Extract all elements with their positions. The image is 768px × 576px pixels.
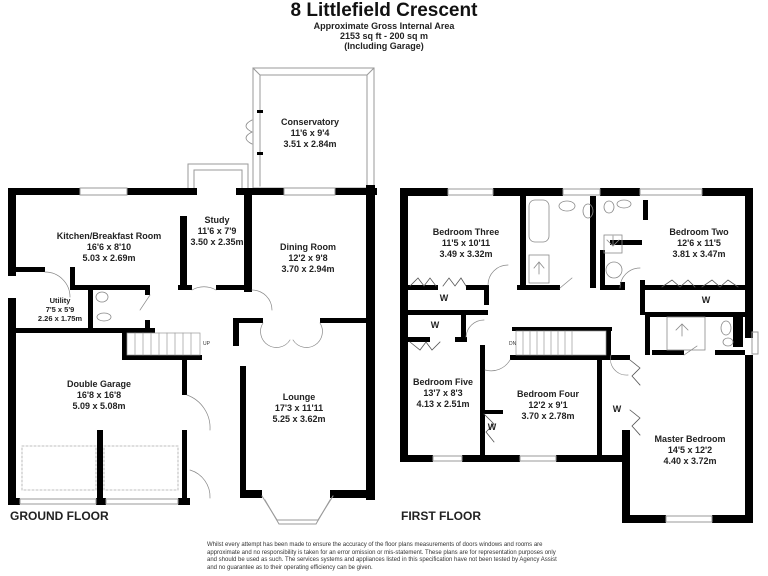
room-study: Study 11'6 x 7'9 3.50 x 2.35m [190, 215, 243, 248]
room-name: Dining Room [280, 242, 336, 252]
wardrobe-doors [409, 277, 739, 443]
room-dims-imperial: 11'5 x 10'11 [441, 238, 491, 248]
room-dims-metric: 5.03 x 2.69m [82, 253, 136, 263]
room-dims-imperial: 11'6 x 9'4 [290, 128, 330, 138]
door-swing [245, 119, 253, 145]
bathroom-fixtures [528, 199, 734, 351]
room-name: Conservatory [280, 117, 340, 127]
room-dims-metric: 3.70 x 2.78m [521, 411, 575, 421]
room-dims-imperial: 12'2 x 9'1 [528, 400, 568, 410]
room-lounge: Lounge 17'3 x 11'11 5.25 x 3.62m [272, 392, 325, 425]
room-dining: Dining Room 12'2 x 9'8 3.70 x 2.94m [280, 242, 336, 275]
room-name: Study [204, 215, 230, 225]
wardrobe-label: W [430, 320, 440, 330]
room-dims-metric: 4.13 x 2.51m [416, 399, 470, 409]
room-dims-metric: 3.70 x 2.94m [281, 264, 335, 274]
room-bedroom-five: Bedroom Five 13'7 x 8'3 4.13 x 2.51m [413, 377, 473, 410]
room-name: Lounge [282, 392, 316, 402]
room-dims-imperial: 14'5 x 12'2 [667, 445, 713, 455]
room-double-garage: Double Garage 16'8 x 16'8 5.09 x 5.08m [67, 379, 131, 412]
room-bedroom-two: Bedroom Two 12'6 x 11'5 3.81 x 3.47m [669, 227, 728, 260]
ground-outer-walls [8, 185, 377, 505]
area-value: 2153 sq ft - 200 sq m [339, 31, 429, 41]
first-floor-plan [400, 188, 759, 523]
room-master-bedroom: Master Bedroom 14'5 x 12'2 4.40 x 3.72m [654, 434, 725, 467]
room-bedroom-four: Bedroom Four 12'2 x 9'1 3.70 x 2.78m [517, 389, 579, 422]
ground-floor-label: GROUND FLOOR [10, 509, 109, 523]
ground-door-swings [44, 271, 323, 499]
room-dims-imperial: 17'3 x 11'11 [274, 403, 324, 413]
ground-windows [19, 187, 336, 525]
room-name: Bedroom Five [412, 377, 474, 387]
garage-door-outlines [21, 445, 179, 491]
ground-stairs [126, 332, 201, 356]
wall-segment [257, 152, 263, 155]
room-dims-metric: 3.81 x 3.47m [672, 249, 726, 259]
room-dims-imperial: 7'5 x 5'9 [45, 305, 75, 314]
room-dims-imperial: 11'6 x 7'9 [197, 226, 237, 236]
area-note: (Including Garage) [344, 41, 424, 51]
property-title: 8 Littlefield Crescent [290, 0, 478, 21]
study-bay [187, 163, 249, 195]
first-outer-walls [400, 188, 753, 523]
room-dims-imperial: 12'2 x 9'8 [288, 253, 328, 263]
disclaimer-text: Whilst every attempt has been made to en… [207, 542, 557, 571]
room-name: Kitchen/Breakfast Room [56, 231, 162, 241]
room-name: Double Garage [66, 379, 132, 389]
stairs-up-label: UP [203, 341, 210, 347]
room-dims-imperial: 12'6 x 11'5 [677, 238, 721, 248]
room-utility: Utility 7'5 x 5'9 2.26 x 1.75m [38, 296, 82, 323]
room-dims-imperial: 16'6 x 8'10 [86, 242, 132, 252]
room-dims-imperial: 13'7 x 8'3 [423, 388, 463, 398]
wardrobe-label: W [701, 295, 711, 305]
first-door-swings [465, 264, 698, 376]
room-conservatory: Conservatory 11'6 x 9'4 3.51 x 2.84m [281, 117, 339, 150]
wardrobe-label: W [487, 422, 497, 432]
room-name: Bedroom Three [432, 227, 500, 237]
room-dims-metric: 5.09 x 5.08m [72, 401, 126, 411]
wardrobe-label: W [612, 404, 622, 414]
first-windows [432, 188, 759, 523]
room-dims-metric: 2.26 x 1.75m [37, 314, 83, 323]
stairs-down-label: DN [509, 341, 517, 347]
plan-header: 8 Littlefield Crescent Approximate Gross… [0, 0, 768, 51]
room-dims-metric: 3.51 x 2.84m [283, 139, 337, 149]
room-name: Bedroom Two [669, 227, 729, 237]
ground-floor-plan [8, 67, 377, 525]
room-name: Master Bedroom [654, 434, 726, 444]
wall-segment [257, 110, 263, 113]
area-caption: Approximate Gross Internal Area [313, 21, 455, 31]
room-dims-metric: 4.40 x 3.72m [663, 456, 717, 466]
room-name: Utility [49, 296, 71, 305]
room-dims-metric: 3.50 x 2.35m [190, 237, 244, 247]
cloakroom-fixtures [95, 291, 112, 322]
first-floor-label: FIRST FLOOR [401, 509, 481, 523]
room-kitchen-breakfast: Kitchen/Breakfast Room 16'6 x 8'10 5.03 … [57, 231, 162, 264]
room-bedroom-three: Bedroom Three 11'5 x 10'11 3.49 x 3.32m [433, 227, 500, 260]
room-dims-metric: 5.25 x 3.62m [272, 414, 326, 424]
room-dims-imperial: 16'8 x 16'8 [76, 390, 122, 400]
wardrobe-label: W [439, 293, 449, 303]
first-stairs [515, 330, 607, 356]
room-dims-metric: 3.49 x 3.32m [439, 249, 493, 259]
room-name: Bedroom Four [517, 389, 579, 399]
